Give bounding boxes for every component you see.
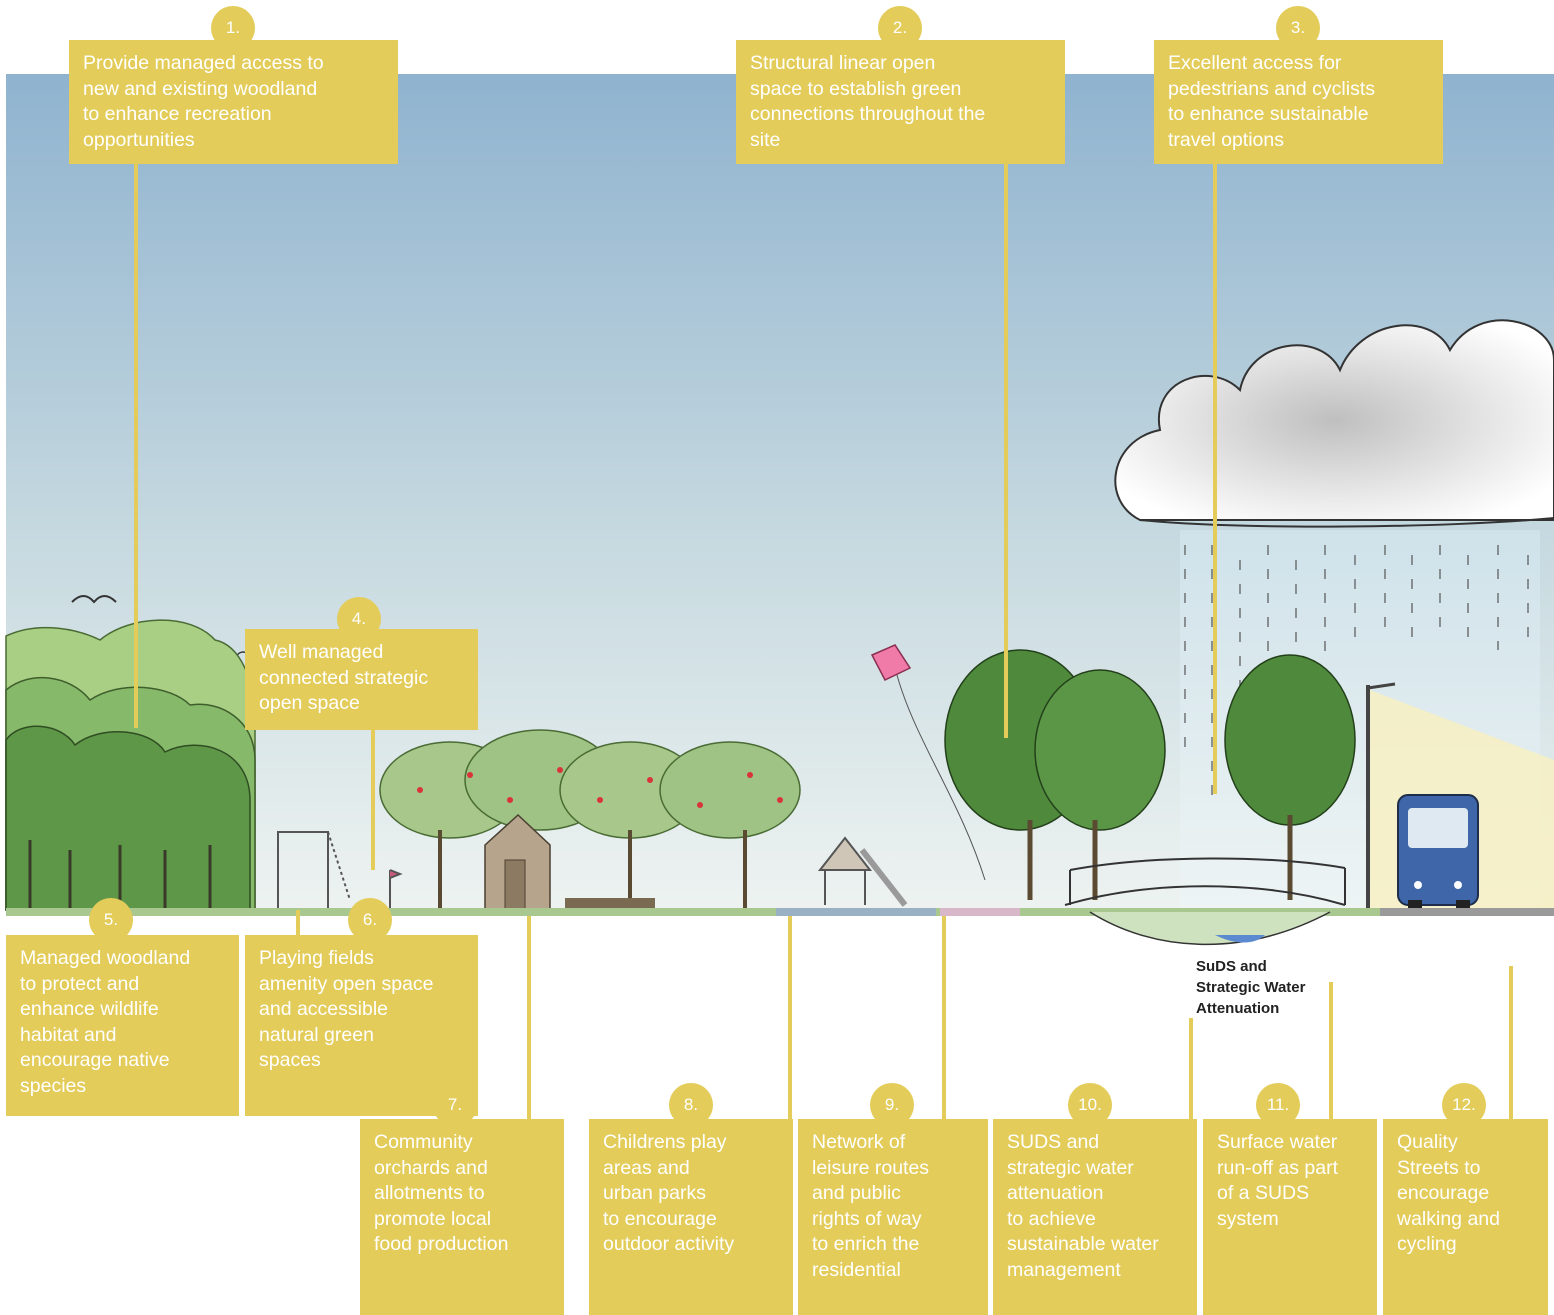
callout-12: Quality Streets to encourage walking and… xyxy=(1383,1119,1548,1315)
bus xyxy=(1397,794,1479,912)
leader-line-9 xyxy=(942,916,946,1119)
leader-line-11 xyxy=(1329,982,1333,1119)
suds-label: SuDS and Strategic Water Attenuation xyxy=(1196,958,1306,1017)
play-slide xyxy=(817,836,908,907)
callout-number-7: 7. xyxy=(433,1083,477,1127)
callout-number-1: 1. xyxy=(211,6,255,50)
callout-number-2: 2. xyxy=(878,6,922,50)
callout-number-6: 6. xyxy=(348,898,392,942)
callout-number-8: 8. xyxy=(669,1083,713,1127)
ground xyxy=(6,908,1554,946)
callout-number-10: 10. xyxy=(1068,1083,1112,1127)
leader-line-2 xyxy=(1004,164,1008,738)
callout-number-4: 4. xyxy=(337,597,381,641)
leader-line-10 xyxy=(1189,1018,1193,1119)
bird-icon xyxy=(71,595,117,604)
leader-line-12 xyxy=(1509,966,1513,1119)
leader-line-8 xyxy=(788,916,792,1119)
callout-number-11: 11. xyxy=(1256,1083,1300,1127)
callout-number-12: 12. xyxy=(1442,1083,1486,1127)
street-lamp xyxy=(1366,682,1396,910)
callout-8: Childrens play areas and urban parks to … xyxy=(589,1119,793,1315)
woodland xyxy=(5,619,256,911)
footbridge xyxy=(1064,857,1346,906)
leader-line-4 xyxy=(371,730,375,870)
leader-line-6 xyxy=(296,910,300,935)
leader-line-3 xyxy=(1213,164,1217,794)
goal-post xyxy=(277,831,403,911)
callout-1: Provide managed access to new and existi… xyxy=(69,40,398,164)
callout-number-3: 3. xyxy=(1276,6,1320,50)
callout-9: Network of leisure routes and public rig… xyxy=(798,1119,988,1315)
callout-3: Excellent access for pedestrians and cyc… xyxy=(1154,40,1443,164)
leader-line-1 xyxy=(134,164,138,728)
kite xyxy=(870,644,986,881)
leader-line-7 xyxy=(527,916,531,1119)
callout-number-9: 9. xyxy=(870,1083,914,1127)
callout-11: Surface water run-off as part of a SUDS … xyxy=(1203,1119,1377,1315)
callout-6: Playing fields amenity open space and ac… xyxy=(245,935,478,1116)
street-trees xyxy=(944,649,1356,900)
orchard xyxy=(379,729,801,911)
callout-4: Well managed connected strategic open sp… xyxy=(245,629,478,730)
callout-2: Structural linear open space to establis… xyxy=(736,40,1065,164)
callout-7: Community orchards and allotments to pro… xyxy=(360,1119,564,1315)
callout-number-5: 5. xyxy=(89,898,133,942)
callout-10: SUDS and strategic water attenuation to … xyxy=(993,1119,1197,1315)
callout-5: Managed woodland to protect and enhance … xyxy=(6,935,239,1116)
